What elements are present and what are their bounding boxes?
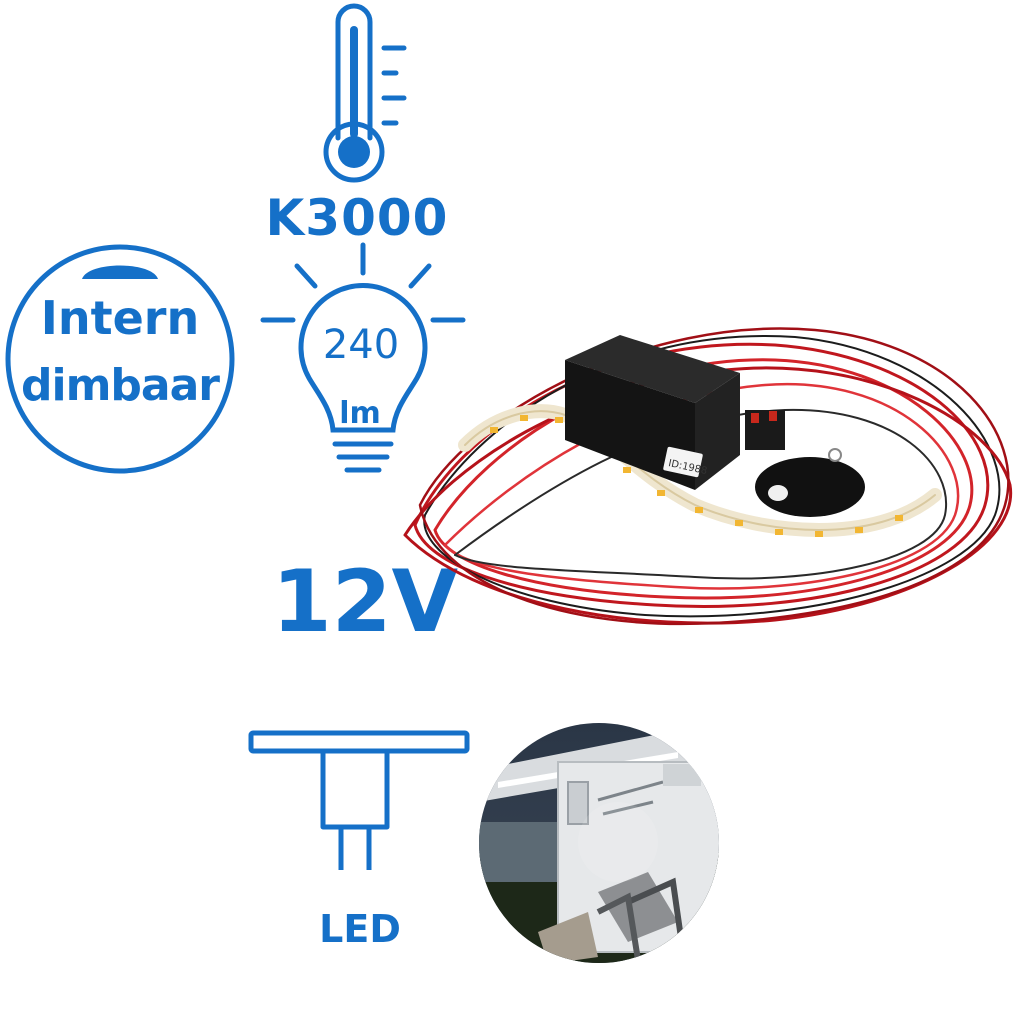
lumen-unit: lm bbox=[339, 396, 381, 431]
product-image: ID:1988 bbox=[395, 315, 1024, 635]
color-temperature-label: K3000 bbox=[265, 189, 449, 247]
dimmable-label-line2: dimbaar bbox=[20, 360, 220, 411]
dimmable-label-line1: Intern bbox=[40, 291, 200, 345]
thermometer-icon bbox=[300, 0, 420, 195]
led-lamp-icon bbox=[245, 725, 475, 875]
lumen-value: 240 bbox=[322, 322, 400, 368]
led-label: LED bbox=[319, 907, 401, 951]
usage-photo bbox=[478, 722, 720, 964]
lightbulb-icon bbox=[255, 240, 470, 480]
voltage-label: 12V bbox=[271, 552, 459, 652]
dimmable-badge bbox=[4, 243, 236, 475]
